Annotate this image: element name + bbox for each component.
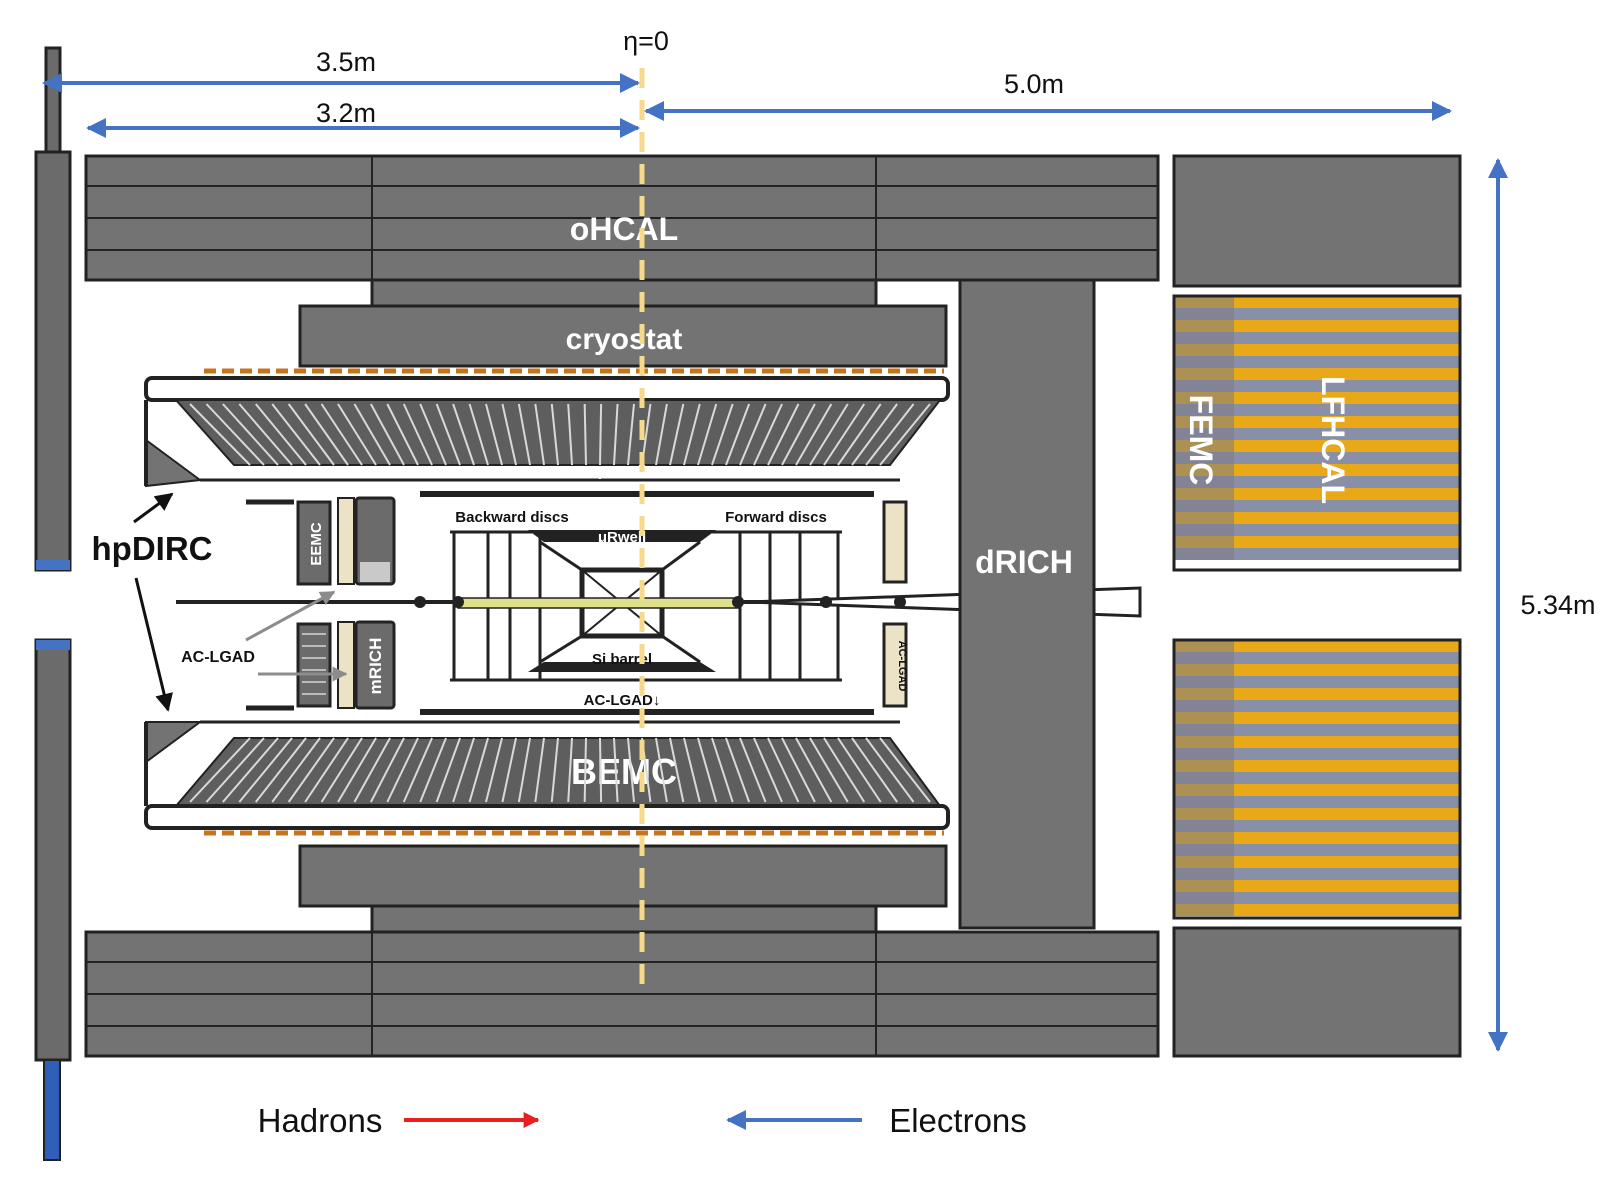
forward-discs-label: Forward discs [725,509,827,526]
forward-aclgad-upper [882,500,908,584]
drich-block [958,278,1096,930]
ohcal-top-step [370,278,878,308]
beam-pipe-section [457,597,739,609]
backward-discs-label: Backward discs [455,509,568,526]
inner-tracker: Backward discs Forward discs μRwell Si b… [450,509,842,709]
aclgad-bottom-label: AC-LGAD↓ [584,692,661,709]
eemc-block-lower [296,622,332,708]
ohcal-top: oHCAL [84,154,1160,308]
dimension-arrows: 3.5m 3.2m 5.0m 5.34m [42,47,1596,1052]
left-endcap-bars [34,46,72,1161]
bar-upper [34,150,72,572]
ohcal-bottom-step [370,904,878,934]
forward-calorimeters: FEMC LFHCAL [1172,154,1462,1058]
forward-top-block [1172,154,1462,288]
eemc-block [296,500,332,586]
bar-lower-blue-cap [36,640,70,650]
bar-top-stub [44,46,62,154]
lfhcal-upper [1174,296,1460,560]
hpdirc-wedge-bottom [145,721,204,764]
dim-3-2-label: 3.2m [316,98,376,128]
hpdirc-wedge-top [145,438,203,488]
urwell-mid-label: μRwell [598,529,646,546]
lfhcal-label: LFHCAL [1315,376,1351,504]
si-barrel-label: Si barrel [592,651,652,668]
hpdirc-label: hpDIRC [92,530,213,567]
ohcal-label: oHCAL [570,211,678,247]
aclgad-left-upper [337,497,355,585]
barrel-emc-lower: BEMC [144,720,950,830]
dim-3-5-label: 3.5m [316,47,376,77]
barrel-emc-upper: μRwell [144,376,950,488]
electrons-label: Electrons [889,1102,1027,1139]
cryostat-bottom [298,844,948,908]
cryostat: cryostat [298,304,948,908]
cryostat-label: cryostat [566,323,683,356]
ohcal-bottom [84,904,1160,1058]
aclgad-right-label: AC-LGAD [896,641,908,692]
beam-legend: Hadrons Electrons [258,1102,1027,1139]
mrich-lower [354,620,396,710]
aclgad-left-lower [337,621,355,709]
mrich-label: mRICH [366,638,385,695]
bar-bottom-stub [43,1059,61,1161]
dim-5-34-label: 5.34m [1520,590,1595,620]
eta-label: η=0 [623,26,669,56]
eemc-label: EEMC [308,522,325,566]
drich: dRICH [958,278,1096,930]
barrel-frame-top [144,376,950,402]
forward-aclgad-lower [882,622,908,708]
backward-endcap: EEMC mRICH [246,496,396,711]
urwell-top-label: μRwell [598,463,646,480]
hadrons-label: Hadrons [258,1102,383,1139]
aclgad-left-label: AC-LGAD [181,649,255,666]
dim-5-0-label: 5.0m [1004,69,1064,99]
bemc-fins [189,403,931,803]
barrel-frame-bottom [144,804,950,830]
lfhcal-lower [1174,640,1460,916]
femc-label: FEMC [1183,395,1219,486]
cryostat-top [298,304,948,368]
forward-bottom-block [1172,926,1462,1058]
drich-label: dRICH [975,544,1073,580]
bar-upper-blue-cap [36,560,70,570]
bar-lower [34,638,72,1062]
